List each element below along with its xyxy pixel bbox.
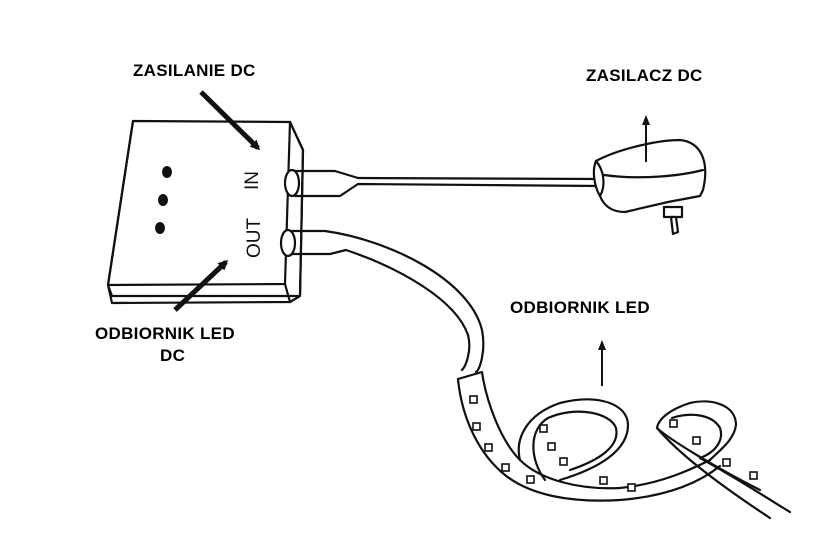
label-led-receiver-dc-line2: DC [160, 346, 186, 365]
label-led-receiver: ODBIORNIK LED [510, 298, 650, 317]
led-chip [669, 419, 678, 428]
led-chip [559, 457, 568, 466]
led-chip [547, 442, 556, 451]
arrow-power-input [199, 90, 261, 151]
controller-box: IN OUT [106, 119, 305, 305]
port-label-in: IN [242, 171, 263, 190]
led-chip [599, 476, 608, 485]
led-chip [484, 443, 493, 452]
indicator-dot [155, 222, 165, 234]
label-power-adapter: ZASILACZ DC [586, 66, 703, 85]
led-chip [501, 463, 510, 472]
led-chip [692, 436, 701, 445]
port-label-out: OUT [244, 218, 265, 259]
input-cable [293, 169, 602, 198]
led-chip [627, 483, 636, 492]
indicator-dot [158, 194, 168, 206]
power-adapter [592, 138, 707, 236]
arrow-led-receiver-dc [173, 259, 229, 312]
output-cable [290, 229, 485, 374]
led-chip [469, 395, 478, 404]
port-out-socket [279, 228, 297, 258]
label-led-receiver-dc-line1: ODBIORNIK LED [95, 324, 235, 343]
label-power-input: ZASILANIE DC [133, 61, 256, 80]
led-strip [456, 370, 792, 520]
indicator-dot [162, 166, 172, 178]
led-chip [526, 475, 535, 484]
led-chip [749, 471, 758, 480]
led-chip [472, 422, 481, 431]
led-chip [539, 424, 548, 433]
port-in-socket [283, 168, 301, 198]
led-chip [722, 458, 731, 467]
